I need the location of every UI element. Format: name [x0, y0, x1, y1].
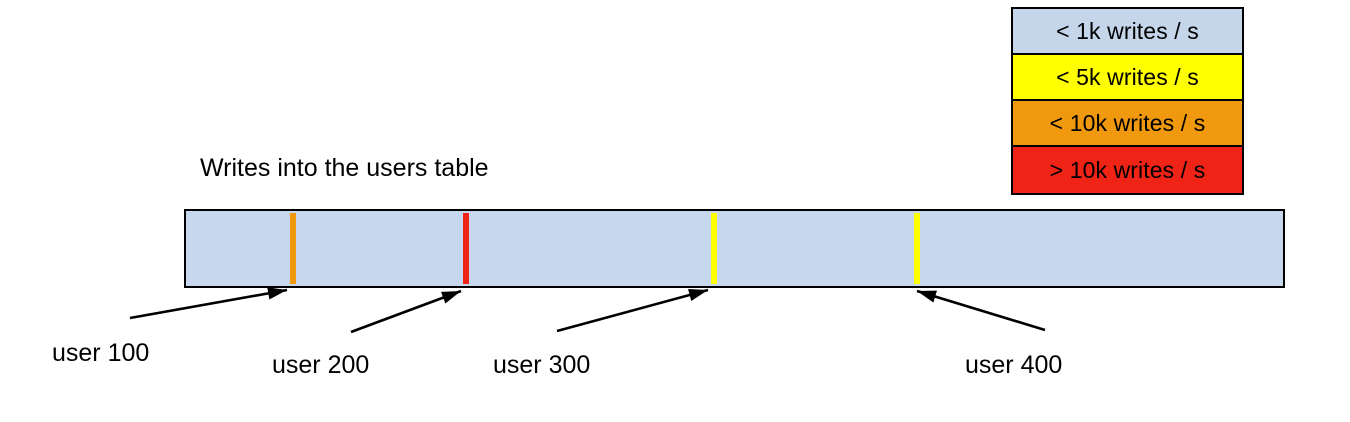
callout-label-4: user 400	[965, 351, 1063, 379]
legend-row-label: < 10k writes / s	[1049, 109, 1206, 136]
callout-arrow-1	[129, 287, 288, 320]
legend-row-2: < 5k writes / s	[1013, 55, 1242, 101]
legend-row-label: < 1k writes / s	[1056, 17, 1199, 44]
users-table-bar-wrap	[184, 209, 1285, 288]
callout-arrow-2	[350, 289, 462, 334]
bar-stripe-user-100	[290, 213, 296, 284]
bar-stripe-user-400	[914, 213, 920, 284]
write-rate-legend: < 1k writes / s < 5k writes / s < 10k writ…	[1011, 7, 1244, 195]
legend-row-3: < 10k writes / s	[1013, 101, 1242, 147]
legend-row-1: < 1k writes / s	[1013, 9, 1242, 55]
callout-arrow-3	[556, 288, 709, 333]
callout-label-1: user 100	[52, 339, 150, 367]
legend-row-4: > 10k writes / s	[1013, 147, 1242, 193]
callout-label-2: user 200	[272, 351, 370, 379]
callout-label-3: user 300	[493, 351, 591, 379]
bar-stripe-user-200	[463, 213, 469, 284]
chart-title: Writes into the users table	[200, 154, 489, 182]
legend-row-label: < 5k writes / s	[1056, 63, 1199, 90]
bar-stripe-user-300	[711, 213, 717, 284]
users-table-bar	[184, 209, 1285, 288]
callout-arrow-4	[916, 289, 1046, 332]
legend-row-label: > 10k writes / s	[1049, 156, 1206, 183]
